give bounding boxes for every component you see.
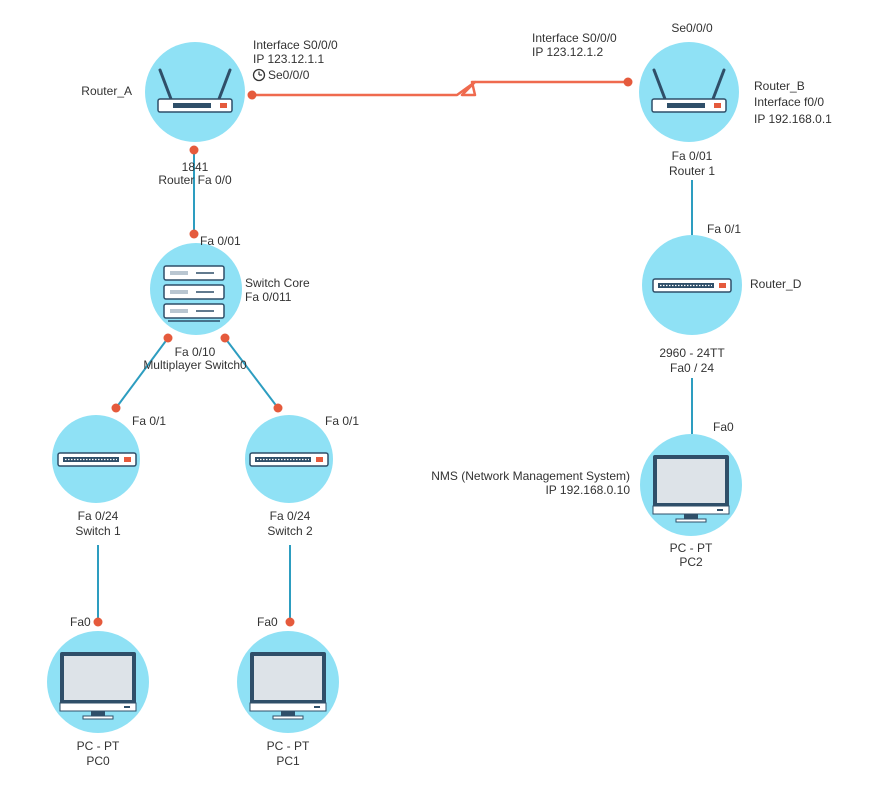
desktop-monitor-icon: [652, 455, 730, 523]
link-core-switch2: [224, 337, 279, 409]
port-dot-router-a-fa: [189, 145, 199, 155]
switch-core-node[interactable]: [150, 243, 242, 335]
labels: Router_A Interface S0/0/0 IP 123.12.1.1 …: [70, 21, 832, 768]
router-d-name-label: Router_D: [750, 277, 802, 291]
links: [97, 80, 693, 622]
pc0-type-label: PC - PT: [77, 739, 120, 753]
nms-name-label: NMS (Network Management System): [431, 469, 630, 483]
desktop-monitor-icon: [249, 652, 327, 720]
desktop-monitor-icon: [59, 652, 137, 720]
port-dots: [93, 77, 633, 627]
link-serial-router-a-router-b: [252, 80, 628, 97]
pc2-type-label: PC - PT: [670, 541, 713, 555]
core-fa-side-label: Fa 0/011: [245, 290, 292, 304]
pc0-name-label: PC0: [86, 754, 110, 768]
port-dot-switch1-top: [111, 403, 121, 413]
router-d-model-label: 2960 - 24TT: [659, 346, 725, 360]
router-b-serial-label: Se0/0/0: [671, 21, 713, 35]
router-a-model-label: 1841: [182, 160, 209, 174]
pc2-fa-label: Fa0: [713, 420, 734, 434]
router-a-ip-label: IP 123.12.1.1: [253, 52, 325, 66]
sw1-fa-bottom-label: Fa 0/24: [78, 509, 119, 523]
port-dot-core-left: [163, 333, 173, 343]
router-a-name-label: Router_A: [81, 84, 132, 98]
router-a-iface-label: Interface S0/0/0: [253, 38, 338, 52]
sw2-fa-bottom-label: Fa 0/24: [270, 509, 311, 523]
switch-core-name-label: Switch Core: [245, 276, 310, 290]
pc0-node[interactable]: [47, 631, 149, 733]
switch1-node[interactable]: [52, 415, 140, 503]
switch2-node[interactable]: [245, 415, 333, 503]
port-dot-switch2-top: [273, 403, 283, 413]
port-dot-core-top: [189, 229, 199, 239]
pc1-fa-label: Fa0: [257, 615, 278, 629]
port-dot-router-a-serial: [247, 90, 257, 100]
port-dot-core-right: [220, 333, 230, 343]
sw2-fa-top-label: Fa 0/1: [325, 414, 359, 428]
router-a-node[interactable]: [145, 42, 245, 142]
pc1-node[interactable]: [237, 631, 339, 733]
core-fa-bottom-label: Fa 0/10: [175, 345, 216, 359]
core-sub-label: Multiplayer Switch0: [143, 358, 247, 372]
network-switch-icon: [249, 452, 329, 467]
pc0-fa-label: Fa0: [70, 615, 91, 629]
network-switch-icon: [652, 278, 732, 293]
clock-icon: [252, 68, 266, 82]
router-b-iface-serial-label: Interface S0/0/0: [532, 31, 617, 45]
router-d-port-label: Fa0 / 24: [670, 361, 714, 375]
port-dot-pc1: [285, 617, 295, 627]
pc1-name-label: PC1: [276, 754, 300, 768]
switch1-name-label: Switch 1: [75, 524, 121, 538]
router-a-serial-label: Se0/0/0: [268, 68, 310, 82]
router-d-fa-label: Fa 0/1: [707, 222, 741, 236]
router-b-iface-label: Interface f0/0: [754, 95, 824, 109]
router-b-sub-label: Router 1: [669, 164, 715, 178]
router-b-ip-serial-label: IP 123.12.1.2: [532, 45, 604, 59]
pc1-type-label: PC - PT: [267, 739, 310, 753]
port-dot-router-b-serial: [623, 77, 633, 87]
wireless-router-icon: [157, 68, 233, 113]
router-d-node[interactable]: [642, 235, 742, 335]
pc2-node[interactable]: [640, 434, 742, 536]
nms-ip-label: IP 192.168.0.10: [545, 483, 630, 497]
port-dot-pc0: [93, 617, 103, 627]
sw1-fa-top-label: Fa 0/1: [132, 414, 166, 428]
rack-server-icon: [163, 265, 225, 322]
router-a-fa-label: Router Fa 0/0: [158, 173, 232, 187]
core-fa-top-label: Fa 0/01: [200, 234, 241, 248]
wireless-router-icon: [651, 68, 727, 113]
router-b-node[interactable]: [639, 42, 739, 142]
router-b-name-label: Router_B: [754, 79, 805, 93]
switch2-name-label: Switch 2: [267, 524, 313, 538]
router-b-fa-label: Fa 0/01: [672, 149, 713, 163]
pc2-name-label: PC2: [679, 555, 703, 569]
network-switch-icon: [57, 452, 137, 467]
link-core-switch1: [115, 337, 169, 409]
router-b-ip-label: IP 192.168.0.1: [754, 112, 832, 126]
